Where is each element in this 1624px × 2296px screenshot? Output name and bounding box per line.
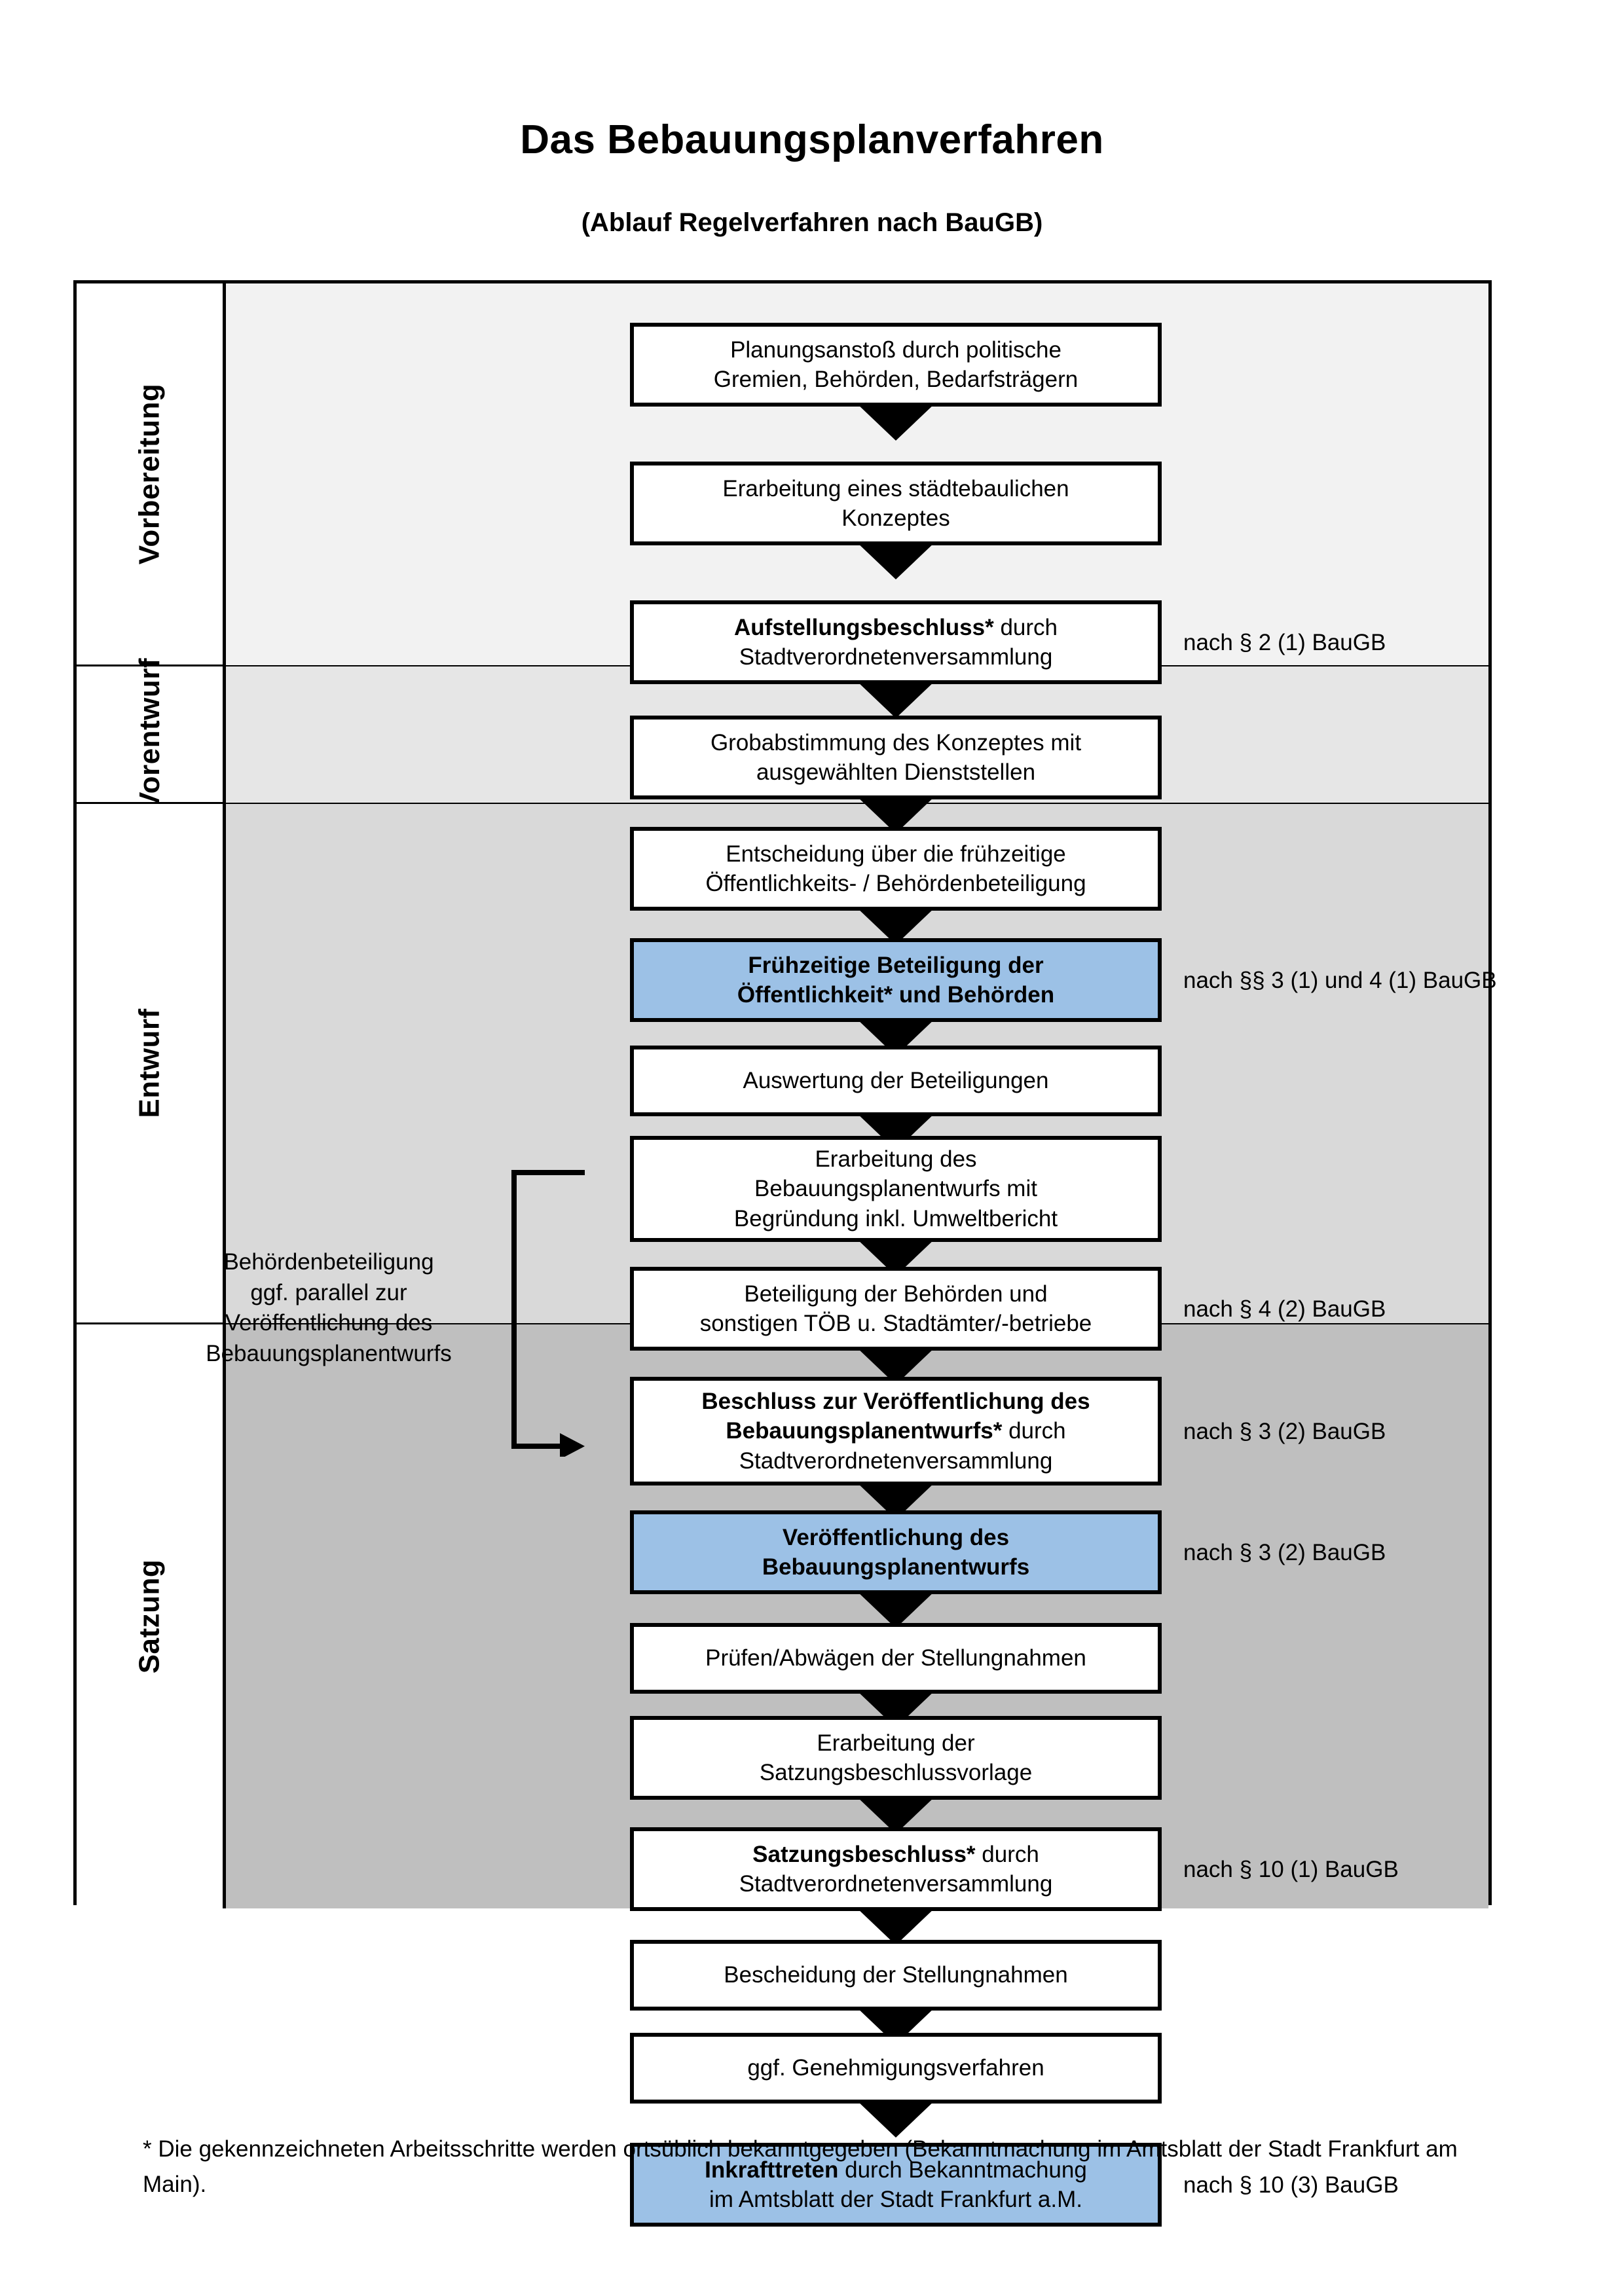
phase-label-vorbereitung: Vorbereitung xyxy=(77,283,226,666)
flow-arrow-1-to-2 xyxy=(856,403,936,441)
side-note-line-3: Veröffentlichung des xyxy=(225,1310,433,1336)
flow-step-12[interactable]: Prüfen/Abwägen der Stellungnahmen xyxy=(630,1623,1162,1694)
phase-label-text: Vorbereitung xyxy=(133,383,166,565)
flow-step-3-line-2: Stadtverordnetenversammlung xyxy=(739,644,1053,670)
flow-step-1-line-2: Gremien, Behörden, Bedarfsträgern xyxy=(713,367,1079,392)
flow-step-16-line-1: ggf. Genehmigungsverfahren xyxy=(747,2055,1044,2081)
flow-step-15[interactable]: Bescheidung der Stellungnahmen xyxy=(630,1940,1162,2011)
phase-label-text: Entwurf xyxy=(133,1008,166,1118)
flow-step-8-line-2: Bebauungsplanentwurfs mit xyxy=(754,1176,1037,1202)
phase-label-text: Vorentwurf xyxy=(133,657,166,811)
flow-step-4-line-2: ausgewählten Dienststellen xyxy=(756,759,1036,785)
annotation-step-10: nach § 3 (2) BauGB xyxy=(1183,1419,1386,1444)
flow-step-4-line-1: Grobabstimmung des Konzeptes mit xyxy=(710,729,1082,756)
flow-step-11-line-1: Veröffentlichung des xyxy=(782,1524,1010,1550)
annotation-step-11: nach § 3 (2) BauGB xyxy=(1183,1540,1386,1565)
side-note-line-1: Behördenbeteiligung xyxy=(223,1249,434,1275)
flow-step-12-line-1: Prüfen/Abwägen der Stellungnahmen xyxy=(705,1645,1086,1671)
flow-step-17-line-2: im Amtsblatt der Stadt Frankfurt a.M. xyxy=(709,2187,1082,2212)
flow-step-14-line-1: Satzungsbeschluss* durch xyxy=(752,1841,1039,1867)
annotation-step-6: nach §§ 3 (1) und 4 (1) BauGB xyxy=(1183,968,1497,993)
phase-label-satzung: Satzung xyxy=(77,1324,226,1908)
page-title: Das Bebauungsplanverfahren xyxy=(520,117,1104,162)
side-note-line-4: Bebauungsplanentwurfs xyxy=(206,1340,452,1366)
page-subtitle: (Ablauf Regelverfahren nach BauGB) xyxy=(581,208,1043,237)
flow-step-15-line-1: Bescheidung der Stellungnahmen xyxy=(724,1962,1068,1988)
flow-arrow-3-to-4 xyxy=(856,680,936,718)
flow-step-2-line-1: Erarbeitung eines städtebaulichen xyxy=(722,475,1069,501)
annotation-step-3: nach § 2 (1) BauGB xyxy=(1183,630,1386,655)
flow-step-8-line-1: Erarbeitung des xyxy=(815,1146,977,1172)
side-note-line-2: ggf. parallel zur xyxy=(250,1279,407,1305)
flow-step-8-line-3: Begründung inkl. Umweltbericht xyxy=(733,1205,1058,1231)
flow-arrow-2-to-3 xyxy=(856,541,936,579)
flow-step-4[interactable]: Grobabstimmung des Konzeptes mit ausgewäh… xyxy=(630,716,1162,799)
flow-step-10-line-1: Beschluss zur Veröffentlichung des xyxy=(701,1388,1090,1414)
flow-step-10-line-2: Bebauungsplanentwurfs* durch xyxy=(726,1418,1066,1444)
footnote-text: * Die gekennzeichneten Arbeitsschritte w… xyxy=(143,2136,1458,2198)
band-separator xyxy=(77,803,1488,805)
annotation-step-9: nach § 4 (2) BauGB xyxy=(1183,1296,1386,1322)
flow-step-6-line-2: Öffentlichkeit* und Behörden xyxy=(737,982,1055,1008)
phase-label-entwurf: Entwurf xyxy=(77,804,226,1324)
flow-step-14-line-2: Stadtverordnetenversammlung xyxy=(739,1871,1053,1897)
flow-step-7[interactable]: Auswertung der Beteiligungen xyxy=(630,1046,1162,1116)
phase-label-text: Satzung xyxy=(133,1559,166,1674)
flow-arrow-14-to-15 xyxy=(856,1907,936,1945)
flow-step-5-line-1: Entscheidung über die frühzeitige xyxy=(726,841,1066,867)
flow-step-10-line-3: Stadtverordnetenversammlung xyxy=(739,1448,1053,1474)
parallel-path-connector xyxy=(511,1170,585,1457)
flow-step-1-line-1: Planungsanstoß durch politische xyxy=(730,337,1061,363)
annotation-step-14: nach § 10 (1) BauGB xyxy=(1183,1857,1399,1882)
flow-step-13-line-2: Satzungsbeschlussvorlage xyxy=(759,1760,1033,1785)
flow-step-9-line-1: Beteiligung der Behörden und xyxy=(744,1281,1048,1307)
flow-step-5-line-2: Öffentlichkeits- / Behördenbeteiligung xyxy=(705,871,1086,896)
flow-step-3-line-1: Aufstellungsbeschluss* durch xyxy=(733,614,1058,640)
flow-step-16[interactable]: ggf. Genehmigungsverfahren xyxy=(630,2033,1162,2104)
flow-step-17[interactable]: Inkrafttreten durch Bekanntmachung im Amt… xyxy=(630,2143,1162,2227)
annotation-step-17: nach § 10 (3) BauGB xyxy=(1183,2172,1399,2198)
flow-step-9-line-2: sonstigen TÖB u. Stadtämter/-betriebe xyxy=(699,1311,1092,1336)
flow-step-9[interactable]: Beteiligung der Behörden und sonstigen TÖ… xyxy=(630,1267,1162,1351)
flow-step-2-line-2: Konzeptes xyxy=(841,505,950,531)
flow-step-13-line-1: Erarbeitung der xyxy=(817,1730,975,1756)
phase-label-vorentwurf: Vorentwurf xyxy=(77,658,226,811)
flow-arrow-11-to-12 xyxy=(856,1590,936,1628)
flow-arrow-16-to-17 xyxy=(856,2100,936,2138)
flow-step-17-line-1: Inkrafttreten durch Bekanntmachung xyxy=(705,2157,1087,2183)
flow-step-7-line-1: Auswertung der Beteiligungen xyxy=(743,1068,1049,1094)
flow-step-6-line-1: Frühzeitige Beteiligung der xyxy=(748,952,1044,978)
flow-step-11-line-2: Bebauungsplanentwurfs xyxy=(762,1554,1030,1580)
